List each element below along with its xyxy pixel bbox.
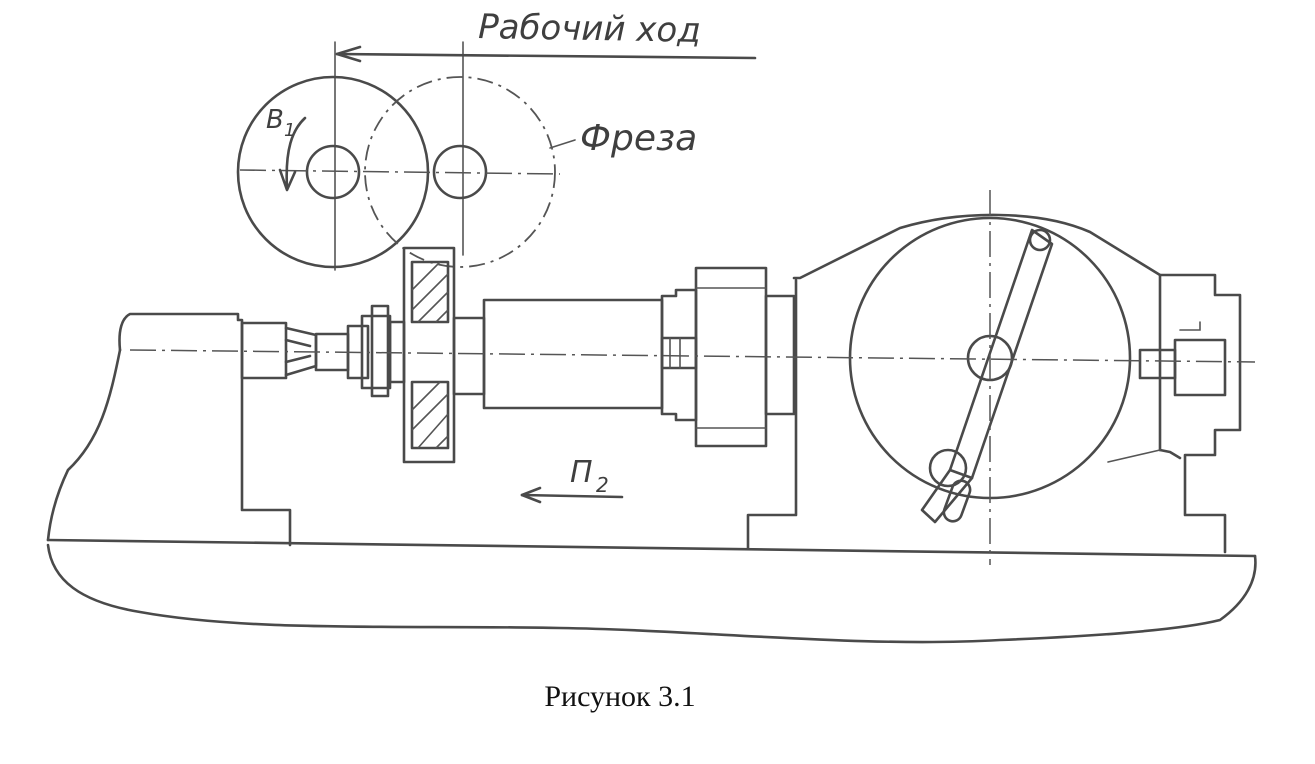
rotation-label-sub: 1 <box>284 120 295 141</box>
workpiece-hatch <box>411 261 449 449</box>
svg-text:Рабочий ход: Рабочий ход <box>478 7 701 51</box>
cutter-label: Фреза <box>580 118 697 159</box>
rotation-arrow-icon <box>278 116 307 192</box>
cutter-end-position <box>364 76 556 268</box>
dividing-head <box>746 213 1182 550</box>
left-support <box>46 312 318 547</box>
feed-arrow-icon <box>520 486 624 504</box>
right-support <box>1107 273 1242 554</box>
indexing-crank <box>920 228 1054 524</box>
machine-table <box>46 538 1257 644</box>
working-stroke-label: Рабочий ход <box>478 7 701 51</box>
rotation-label: B <box>266 105 284 135</box>
mandrel <box>314 304 406 398</box>
working-stroke-dimension: Рабочий ход <box>334 7 757 271</box>
figure-caption: Рисунок 3.1 <box>544 680 696 713</box>
feed-label-sub: 2 <box>596 473 609 497</box>
feed-label: П <box>570 455 593 490</box>
workpiece <box>402 246 486 464</box>
